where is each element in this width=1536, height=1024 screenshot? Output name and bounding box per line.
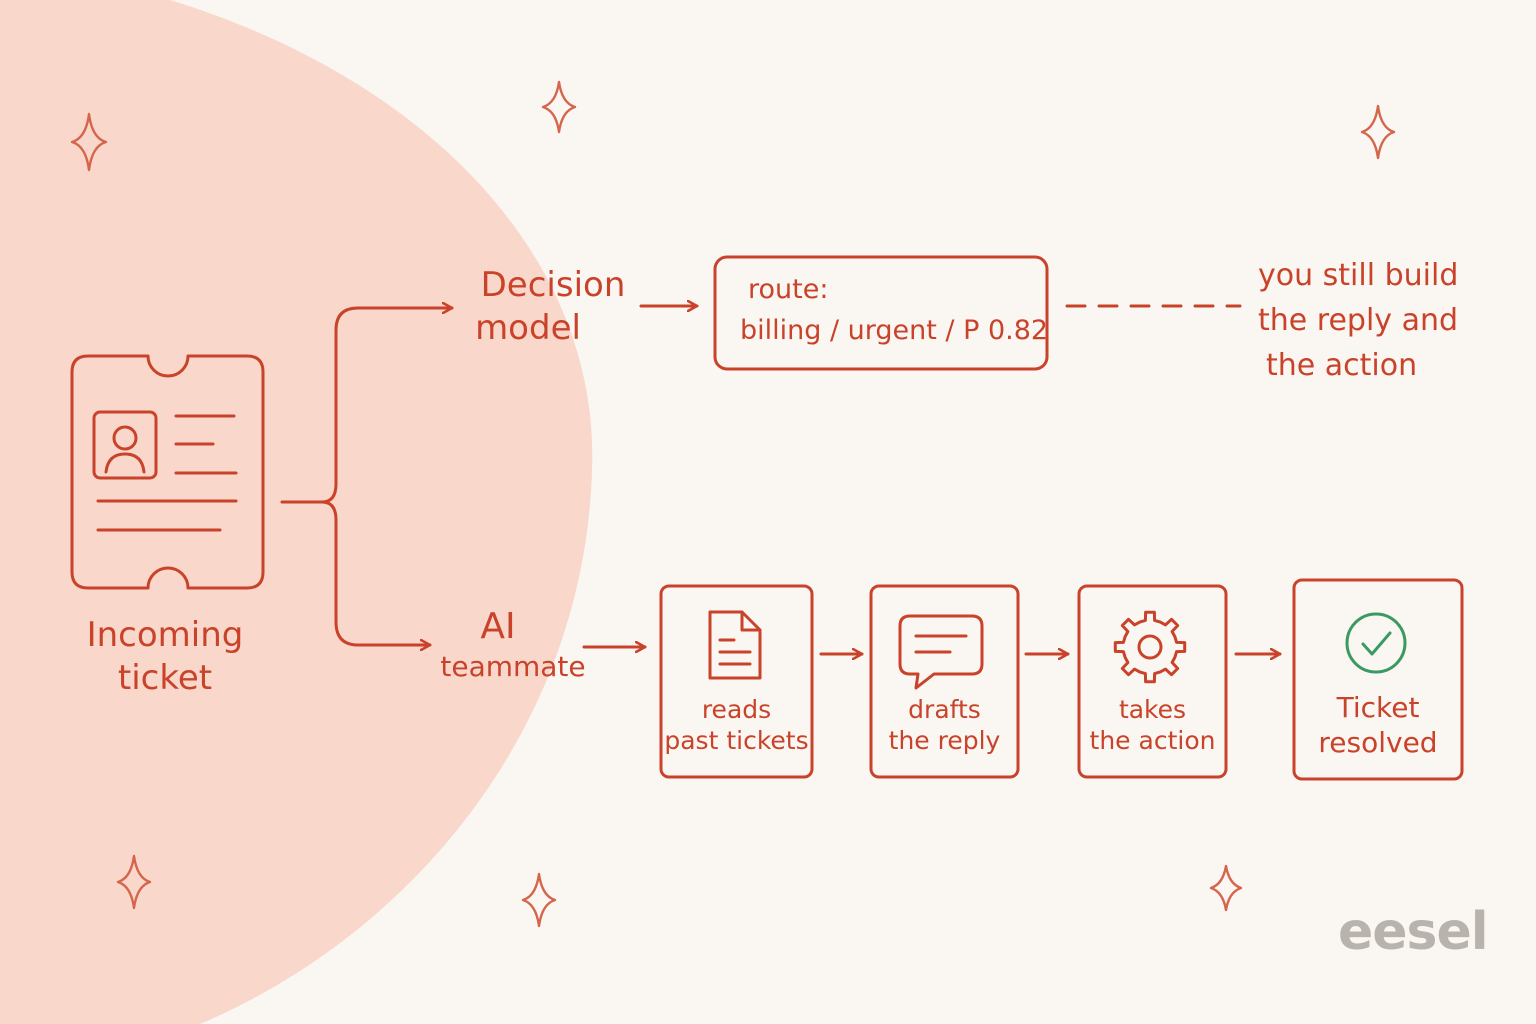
step-drafts-label: drafts the reply — [871, 694, 1018, 757]
route-output-box — [713, 255, 1049, 371]
step-box-resolved — [1292, 578, 1464, 781]
decision-note-line3: the action — [1266, 348, 1418, 383]
gear-icon — [1113, 610, 1187, 684]
ai-teammate-label: AI teammate — [438, 604, 588, 684]
route-label: route: — [748, 274, 829, 305]
chat-bubble-icon — [898, 614, 984, 690]
sparkle-icon — [116, 854, 152, 910]
step-line2: the action — [1089, 726, 1216, 756]
ai-teammate-line1: AI — [480, 606, 516, 647]
sparkle-icon — [1360, 104, 1396, 160]
decision-model-line2: model — [475, 307, 581, 348]
step-box-takes — [1077, 584, 1228, 779]
background-blob — [0, 0, 593, 1024]
decision-note-line2: the reply and — [1258, 303, 1459, 338]
brand-logo: eesel — [1338, 902, 1489, 962]
sparkle-icon — [70, 112, 108, 172]
step-takes-label: takes the action — [1079, 694, 1226, 757]
step-resolved-label: Ticket resolved — [1294, 690, 1462, 760]
step-box-drafts — [869, 584, 1020, 779]
step-line2: past tickets — [664, 726, 809, 756]
split-connector — [280, 308, 454, 504]
step-line1: reads — [701, 695, 772, 724]
incoming-ticket-label: Incoming ticket — [70, 614, 260, 699]
decision-note: you still build the reply and the action — [1258, 253, 1458, 388]
incoming-ticket-line1: Incoming — [86, 615, 244, 655]
step-line1: drafts — [908, 695, 981, 724]
sparkle-icon — [541, 80, 577, 134]
step-line2: the reply — [888, 726, 1001, 756]
decision-note-line1: you still build — [1258, 258, 1459, 293]
incoming-ticket-line2: ticket — [117, 657, 213, 698]
step-box-reads — [659, 584, 814, 779]
ticket-icon — [70, 354, 265, 590]
step-reads-label: reads past tickets — [661, 694, 812, 757]
sparkle-icon — [1209, 864, 1243, 912]
ai-teammate-line2: teammate — [440, 650, 586, 683]
split-connector — [320, 500, 432, 645]
check-circle-icon — [1345, 612, 1407, 674]
decision-model-line1: Decision — [480, 265, 626, 305]
step-line2: resolved — [1318, 726, 1438, 759]
step-line1: Ticket — [1336, 691, 1420, 724]
sparkle-icon — [521, 872, 557, 928]
step-line1: takes — [1118, 695, 1187, 724]
decision-model-label: Decision model — [470, 264, 636, 349]
route-value: billing / urgent / P 0.82 — [740, 315, 1049, 346]
document-icon — [708, 610, 762, 680]
